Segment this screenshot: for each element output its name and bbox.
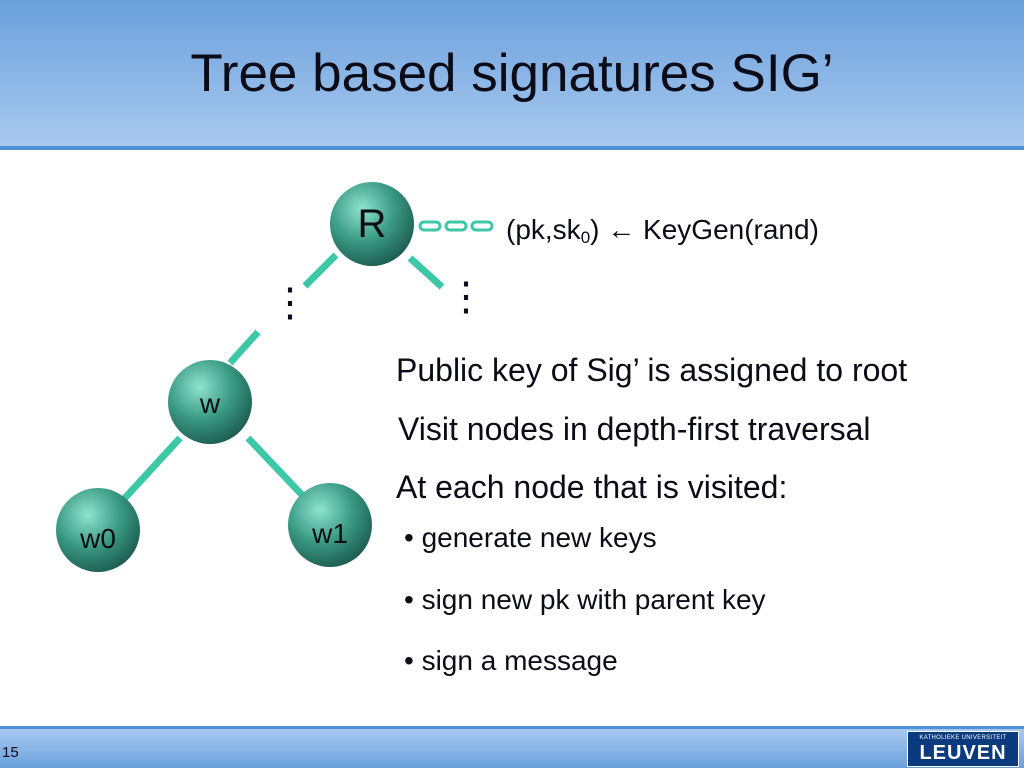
node-w0-label: w0 [80, 523, 116, 554]
edge-w-up [227, 329, 261, 366]
body-line-2: Visit nodes in depth-first traversal [398, 411, 871, 447]
node-w1-label: w1 [312, 518, 348, 549]
node-w [168, 360, 252, 444]
slide-header [0, 0, 1024, 146]
bullet-item: • sign a message [404, 645, 618, 676]
keygen-annotation: (pk,sk0) ← KeyGen(rand) [506, 214, 819, 248]
node-w0 [56, 488, 140, 572]
edge-root-left [302, 252, 339, 289]
node-w-label: w [199, 388, 221, 419]
university-logo: KATHOLIEKE UNIVERSITEIT LEUVEN [907, 731, 1019, 767]
dash-3 [470, 220, 494, 232]
dash-1 [418, 220, 442, 232]
node-w1 [288, 483, 372, 567]
footer-divider [0, 726, 1024, 729]
ellipsis-left: ⋮ [270, 281, 310, 325]
slide-number: 15 [2, 744, 19, 761]
node-root-label: R [357, 202, 387, 246]
edge-w-w1 [245, 435, 307, 500]
slide-title: Tree based signatures SIG’ [190, 44, 834, 103]
edge-w-w0 [121, 435, 183, 502]
slide-footer [0, 729, 1024, 768]
keygen-suffix: ) ← KeyGen(rand) [590, 214, 819, 245]
body-line-3: At each node that is visited: [396, 469, 788, 505]
bullet-item: • sign new pk with parent key [404, 584, 766, 615]
body-line-1: Public key of Sig’ is assigned to root [396, 352, 908, 388]
dash-2 [444, 220, 468, 232]
ellipsis-right: ⋮ [446, 275, 486, 319]
edge-root-right [407, 255, 445, 290]
node-root [330, 182, 414, 266]
logo-name: LEUVEN [919, 742, 1007, 764]
header-divider [0, 146, 1024, 150]
keygen-prefix: (pk,sk [506, 214, 581, 245]
logo-subtitle: KATHOLIEKE UNIVERSITEIT [919, 735, 1007, 741]
keygen-subscript: 0 [580, 228, 591, 247]
bullet-item: • generate new keys [404, 522, 657, 553]
